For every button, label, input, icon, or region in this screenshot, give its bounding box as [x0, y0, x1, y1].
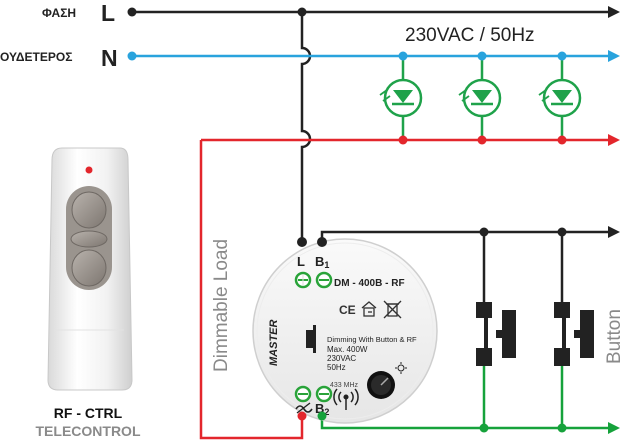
neutral-arrow — [608, 50, 620, 62]
b2-junction-1 — [479, 423, 489, 433]
push-button-icon — [476, 302, 516, 366]
brightness-icon — [395, 362, 407, 374]
svg-text:L: L — [297, 254, 305, 269]
dimmable-load-label: Dimmable Load — [211, 239, 232, 372]
remote-stop-button[interactable] — [70, 230, 108, 248]
svg-text:B2: B2 — [315, 401, 329, 417]
phase-line — [132, 10, 608, 240]
spec-line-4: 50Hz — [327, 363, 346, 372]
b1-junction-1 — [479, 227, 489, 237]
supply-label: 230VAC / 50Hz — [405, 25, 535, 46]
phase-node — [127, 7, 137, 17]
led-lamp-icon — [379, 78, 423, 118]
brand-logo: MASTER — [268, 320, 280, 367]
remote-title: RF - CTRL — [54, 405, 123, 421]
button-label: Button — [604, 309, 621, 364]
load-arrow — [608, 134, 620, 146]
dimmer-module: L B1 B2 — [252, 237, 438, 424]
frequency-label: 433 MHz — [330, 382, 359, 389]
rf-remote — [47, 147, 133, 391]
house-icon — [361, 301, 377, 317]
phase-letter: L — [101, 0, 115, 26]
ce-mark: CE — [339, 303, 356, 317]
led-indicator — [85, 166, 93, 174]
led-lamp-icon — [458, 78, 502, 118]
push-button-1 — [476, 302, 516, 366]
dimmer-knob-icon — [367, 371, 395, 399]
remote-up-button[interactable] — [71, 191, 107, 229]
dimmer-symbol-icon — [295, 402, 313, 414]
remote-down-button[interactable] — [71, 249, 107, 287]
phase-arrow — [608, 6, 620, 18]
b2-arrow — [608, 422, 620, 434]
terminal-b1: B1 — [315, 237, 333, 289]
module-model: DM - 400B - RF — [334, 278, 405, 289]
wireless-icon — [333, 388, 359, 410]
b1-junction-2 — [557, 227, 567, 237]
terminal-b2: B2 — [315, 385, 333, 421]
terminal-l: L — [294, 237, 312, 289]
push-button-icon — [554, 302, 594, 366]
remote-subtitle: TELECONTROL — [36, 423, 141, 439]
lamp-1 — [379, 51, 423, 145]
lamp-3 — [538, 51, 582, 145]
b1-arrow — [608, 226, 620, 238]
led-lamp-icon — [538, 78, 582, 118]
b2-junction-2 — [557, 423, 567, 433]
spec-line-2: Max. 400W — [327, 345, 368, 354]
phase-junction — [297, 7, 307, 17]
push-button-2 — [554, 302, 594, 366]
neutral-letter: N — [101, 45, 118, 71]
lamp-2 — [458, 51, 502, 145]
spec-line-1: Dimming With Button & RF — [327, 335, 417, 344]
spec-line-3: 230VAC — [327, 354, 356, 363]
crossed-bin-icon — [383, 300, 402, 319]
terminal-load — [294, 385, 313, 421]
internal-button-icon — [306, 325, 316, 353]
neutral-node — [127, 51, 137, 61]
phase-label: ΦΑΣΗ — [42, 6, 76, 20]
svg-text:B1: B1 — [315, 254, 329, 270]
neutral-label: ΟΥΔΕΤΕΡΟΣ — [0, 50, 72, 64]
